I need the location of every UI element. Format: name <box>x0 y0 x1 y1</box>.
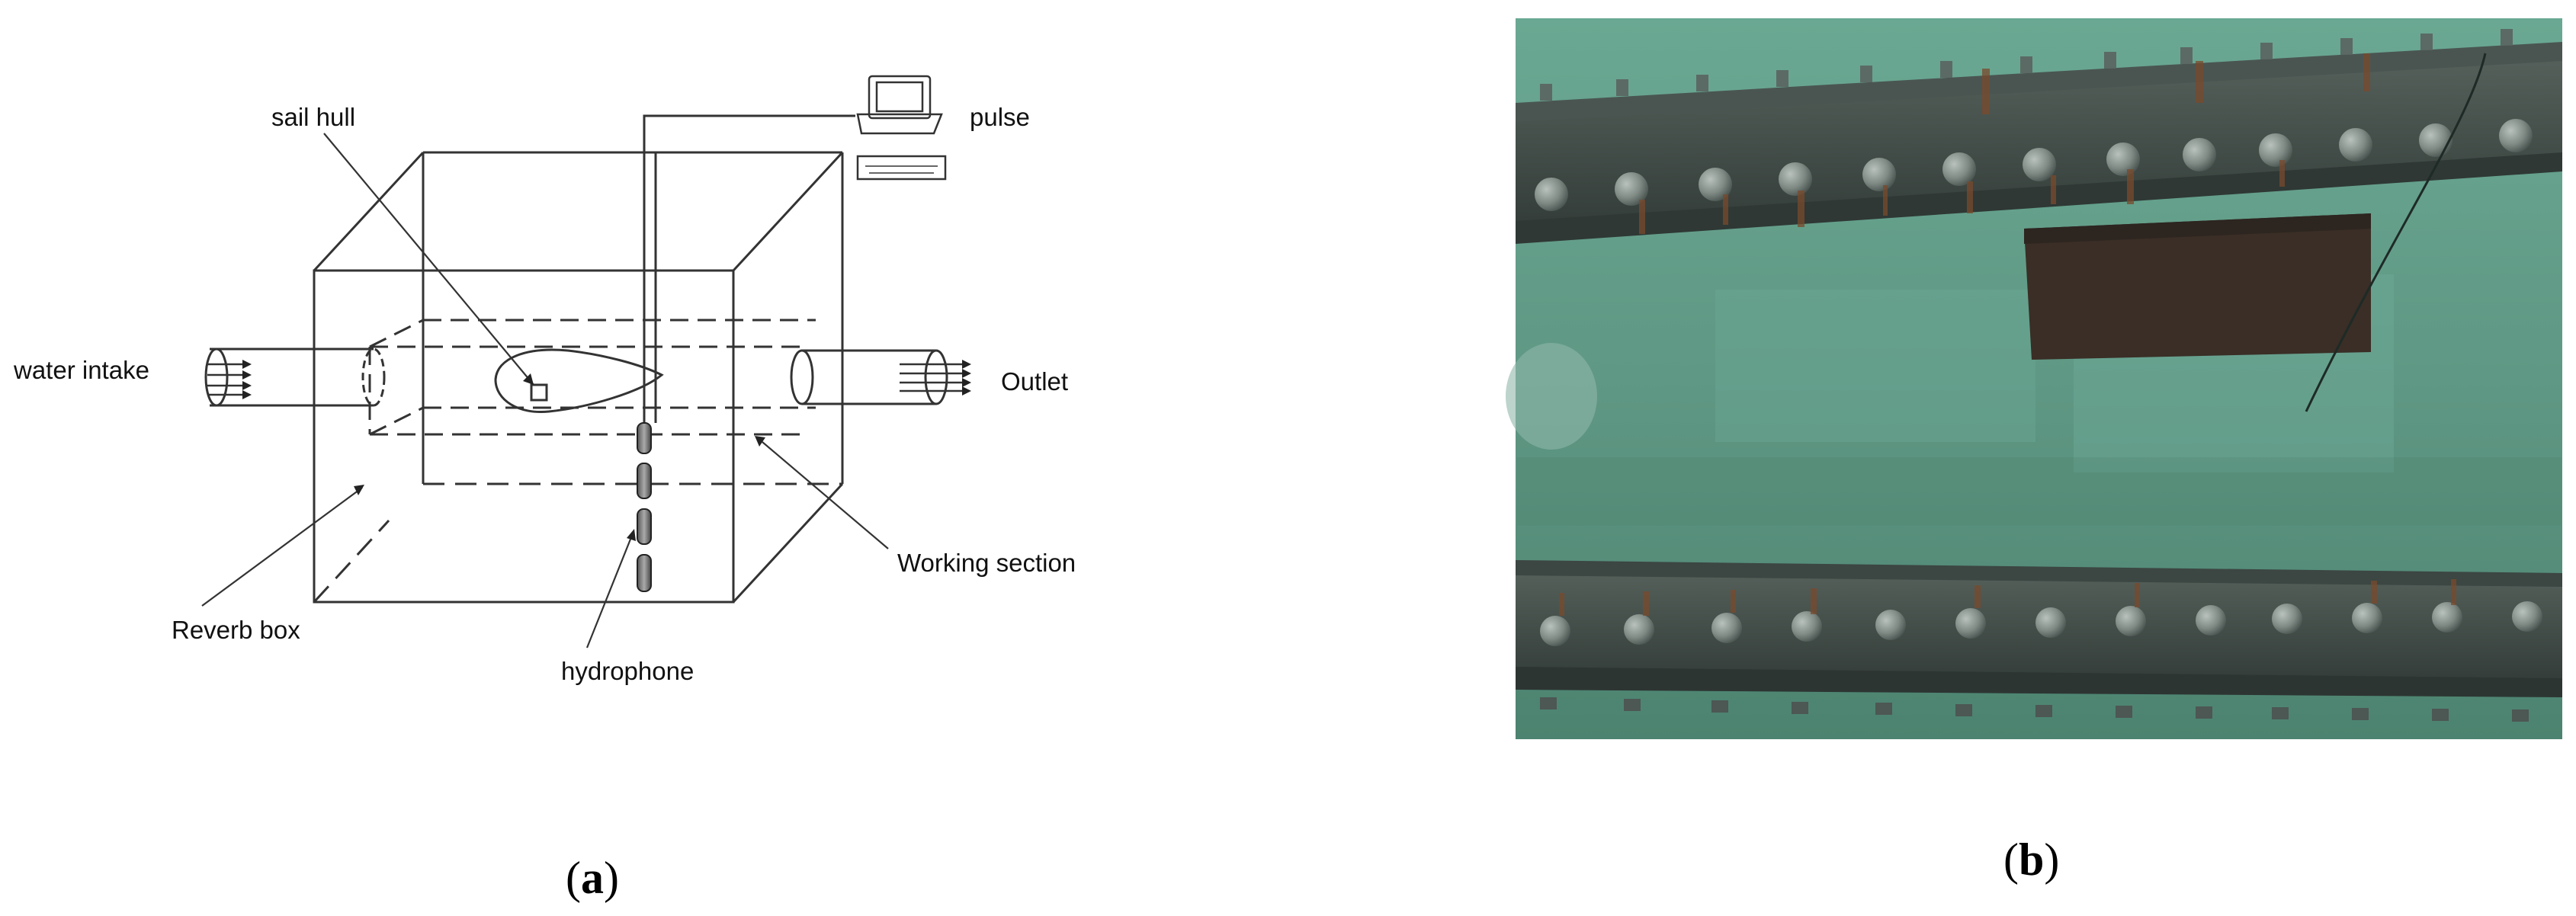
caption-a: (a) <box>566 853 619 903</box>
label-hydrophone: hydrophone <box>561 657 694 685</box>
label-reverb-box: Reverb box <box>172 616 300 644</box>
label-water-intake: water intake <box>13 356 149 384</box>
water-intake-pipe <box>206 349 384 405</box>
caption-a-letter: a <box>581 853 604 903</box>
sail-hull-shape <box>496 350 662 412</box>
label-sail-hull: sail hull <box>271 103 355 131</box>
annotation-leaders <box>202 133 888 648</box>
caption-b-open: ( <box>2003 834 2019 885</box>
pulse-device-icon <box>858 76 945 179</box>
caption-b-close: ) <box>2044 834 2059 885</box>
sail-hull-sensor <box>531 385 547 400</box>
photo-panel-b <box>1506 18 2562 739</box>
caption-a-open: ( <box>566 853 581 903</box>
label-working-section: Working section <box>897 549 1076 577</box>
label-pulse: pulse <box>970 103 1030 131</box>
caption-b-letter: b <box>2019 834 2044 885</box>
outlet-pipe <box>791 351 947 404</box>
working-section-tunnel <box>370 320 816 434</box>
hydrophone-array <box>637 423 651 591</box>
schematic-panel-a <box>202 76 971 648</box>
caption-a-close: ) <box>604 853 619 903</box>
caption-b: (b) <box>2003 834 2059 885</box>
outlet-flow-arrows <box>900 364 962 391</box>
label-outlet: Outlet <box>1001 367 1068 396</box>
